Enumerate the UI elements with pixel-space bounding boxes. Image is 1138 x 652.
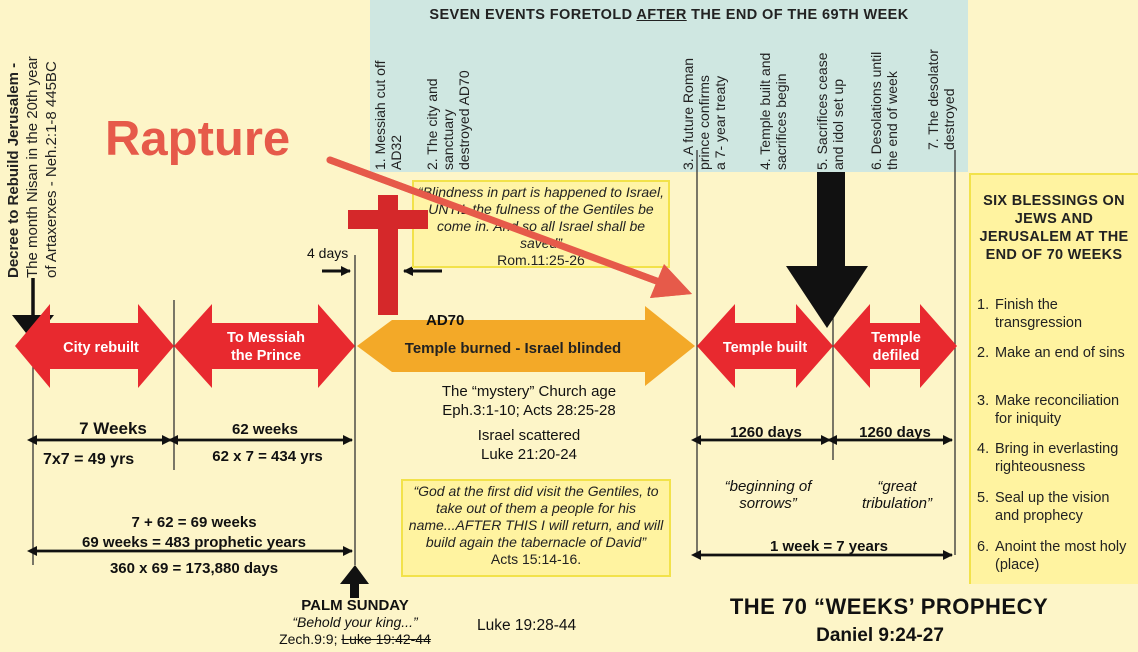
main-title: THE 70 “WEEKS’ PROPHECY [729, 594, 1049, 619]
church-age-line3: Israel scattered [477, 427, 581, 444]
sixty-two-weeks-calc: 62 x 7 = 434 yrs [212, 448, 323, 465]
tribulation-line1: “great [877, 478, 917, 495]
blessing-1: 1.Finish the transgression [977, 297, 1083, 331]
palm-sunday-block: PALM SUNDAY “Behold your king...” Zech.9… [255, 597, 455, 648]
church-age-line4: Luke 21:20-24 [481, 446, 577, 463]
blessing-6: 6.Anoint the most holy (place) [977, 539, 1127, 573]
romans-quote-box: “Blindness in part is happened to Israel… [412, 180, 670, 268]
seven-weeks-label: 7 Weeks [79, 419, 147, 438]
luke-correction: Luke 19:28-44 [477, 617, 577, 634]
city-rebuilt-label: City rebuilt [63, 340, 139, 356]
mid-week-arrow-head [786, 266, 868, 328]
acts-quote-box: “God at the first did visit the Gentiles… [401, 479, 671, 577]
ad70-label: AD70 [426, 312, 465, 329]
church-age-text: The “mystery” Church age Eph.3:1-10; Act… [400, 382, 658, 464]
beginning-of-sorrows: “beginning of sorrows” [703, 478, 833, 512]
second-1260-label: 1260 days [859, 424, 931, 441]
seven-events-title: SEVEN EVENTS FORETOLD AFTER THE END OF T… [429, 7, 909, 23]
first-1260-label: 1260 days [730, 424, 802, 441]
palm-sunday-arrow-shaft [350, 582, 359, 598]
blessing-3: 3.Make reconciliation for iniquity [977, 393, 1120, 427]
great-tribulation: “great tribulation” [838, 478, 956, 512]
days-total: 360 x 69 = 173,880 days [109, 560, 279, 577]
temple-burned-arrow [357, 306, 695, 386]
palm-sunday-arrow-head [340, 565, 369, 584]
prophetic-years: 69 weeks = 483 prophetic years [82, 534, 306, 551]
palm-sunday-title: PALM SUNDAY [301, 597, 409, 614]
acts-quote-ref: Acts 15:14-16. [490, 551, 582, 567]
temple-defiled-label-1: Temple [871, 330, 921, 346]
seven-events-band [370, 0, 968, 172]
blessing-5: 5.Seal up the vision and prophecy [977, 490, 1110, 524]
six-blessings-panel [969, 173, 1138, 584]
temple-defiled-arrow [833, 304, 957, 388]
seven-weeks-calc: 7x7 = 49 yrs [43, 451, 135, 468]
palm-sunday-quote: “Behold your king...” [292, 614, 418, 630]
six-blessings-title: SIX BLESSINGS ON JEWS AND JERUSALEM AT T… [979, 193, 1129, 263]
romans-quote-text: “Blindness in part is happened to Israel… [418, 184, 664, 251]
subtitle: Daniel 9:24-27 [816, 625, 944, 646]
palm-sunday-ref: Zech.9:9; Luke 19:42-44 [279, 631, 431, 647]
to-messiah-label-1: To Messiah [227, 330, 305, 346]
sixty-two-weeks-label: 62 weeks [232, 421, 298, 438]
temple-built-arrow [697, 304, 833, 388]
sorrows-line2: sorrows” [739, 495, 797, 512]
sum-69-weeks: 7 + 62 = 69 weeks [131, 514, 257, 531]
church-age-line1: The “mystery” Church age [441, 383, 617, 400]
city-rebuilt-arrow [15, 304, 174, 388]
four-days-label: 4 days [307, 245, 349, 261]
sorrows-line1: “beginning of [724, 478, 812, 495]
to-messiah-label-2: the Prince [231, 348, 301, 364]
blessing-4: 4.Bring in everlasting righteousness [977, 441, 1119, 475]
temple-burned-label: Temple burned - Israel blinded [405, 340, 621, 357]
temple-defiled-label-2: defiled [873, 348, 920, 364]
church-age-line2: Eph.3:1-10; Acts 28:25-28 [442, 402, 616, 419]
tribulation-line2: tribulation” [861, 495, 933, 512]
blessing-2: 2.Make an end of sins [977, 345, 1125, 361]
acts-quote-text: “God at the first did visit the Gentiles… [408, 483, 664, 550]
mid-week-arrow-shaft [817, 172, 845, 272]
to-messiah-arrow [174, 304, 355, 388]
one-week-label: 1 week = 7 years [769, 538, 888, 555]
romans-quote-ref: Rom.11:25-26 [497, 252, 585, 268]
rapture-label: Rapture [105, 112, 291, 166]
temple-built-label: Temple built [723, 340, 807, 356]
